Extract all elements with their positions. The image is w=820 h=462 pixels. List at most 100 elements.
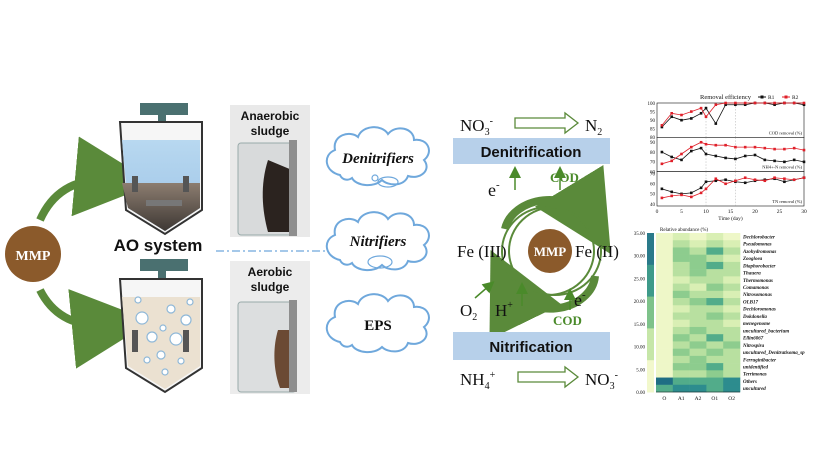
denitrifiers-label: Denitrifiers xyxy=(341,151,414,167)
legend-marker-R2 xyxy=(784,95,788,99)
fe3-label: Fe (III) xyxy=(457,242,507,261)
anaerobic-sludge-mass xyxy=(262,160,292,232)
heatmap-cell xyxy=(723,269,741,277)
bacterium-icon xyxy=(377,176,399,188)
heatmap-row-label: Thauera xyxy=(743,272,761,277)
heatmap-cell xyxy=(723,261,741,270)
heatmap-cell xyxy=(723,348,741,357)
data-point-R1 xyxy=(743,154,747,158)
heatmap-cell xyxy=(656,305,674,313)
data-point-R2 xyxy=(734,145,737,149)
heatmap-cell xyxy=(723,312,741,321)
mmp-label-left: MMP xyxy=(16,249,51,264)
heatmap-cell xyxy=(689,334,707,342)
data-point-R2 xyxy=(724,101,727,105)
heatmap-row-label: Ellin6067 xyxy=(742,337,764,342)
heatmap-row-label: Dokdonella xyxy=(742,315,767,320)
cod-label-bottom: COD xyxy=(553,313,582,328)
y-tick-label: 60 xyxy=(650,183,656,188)
heatmap-row-label: Others xyxy=(743,380,757,385)
data-point-R2 xyxy=(802,101,806,105)
heatmap-cell xyxy=(689,377,707,386)
heatmap-cell xyxy=(672,233,690,241)
chart-title: Removal efficiency xyxy=(700,94,752,101)
heatmap-cell xyxy=(656,326,674,335)
denitrification-label: Denitrification xyxy=(481,144,582,161)
heatmap-cell xyxy=(706,363,724,371)
heatmap-cell xyxy=(689,384,707,393)
heatmap-cell xyxy=(723,319,741,328)
data-point-R2 xyxy=(753,178,757,182)
reactor-bottom-cap xyxy=(140,259,188,271)
data-point-R1 xyxy=(690,191,693,195)
data-point-R2 xyxy=(660,196,664,200)
h-plus-label: H+ xyxy=(495,300,513,320)
heatmap-cell xyxy=(689,305,707,313)
electron-top-right: e- xyxy=(574,179,586,200)
mmp-particle-center xyxy=(528,229,572,273)
heatmap-cell xyxy=(706,298,724,306)
y-tick-label: 90 xyxy=(650,141,656,146)
data-point-R2 xyxy=(699,191,703,195)
y-tick-label: 60 xyxy=(650,170,656,175)
y-tick-label: 95 xyxy=(650,110,656,115)
data-point-R1 xyxy=(699,186,703,190)
heatmap-row-label: Azohydromonas xyxy=(742,250,776,255)
heatmap-cell xyxy=(672,319,690,328)
data-point-R2 xyxy=(763,101,767,105)
heatmap-cell xyxy=(672,334,690,342)
y-tick-label: 90 xyxy=(650,119,656,124)
arrow-to-anaerobic xyxy=(36,136,155,222)
data-point-R1 xyxy=(690,117,693,120)
legend-label-R1: R1 xyxy=(768,95,775,101)
x-tick-label: 5 xyxy=(680,209,683,215)
y-tick-label: 100 xyxy=(648,102,656,107)
colorbar-tick-label: 30.00 xyxy=(634,255,646,260)
heatmap-row-label: OLB17 xyxy=(743,300,759,305)
heatmap-row-label: Thermomonas xyxy=(743,279,773,284)
heatmap-cell xyxy=(706,254,724,263)
o2-label: O2 xyxy=(460,301,477,323)
heatmap-cell xyxy=(672,247,690,255)
mmp-particle-left: MMP xyxy=(5,226,61,282)
cloud-nitrifiers xyxy=(325,211,430,271)
heatmap-cell xyxy=(672,290,690,299)
data-point-R2 xyxy=(714,103,718,107)
heatmap-cell xyxy=(656,348,674,357)
heatmap-cell xyxy=(656,334,674,342)
top-eq-no3: NO3- xyxy=(460,116,493,138)
heatmap-cell xyxy=(689,269,707,277)
heatmap-cell xyxy=(672,305,690,313)
anaerobic-magnet xyxy=(289,140,297,236)
colorbar-tick-label: 15.00 xyxy=(634,323,646,328)
heatmap-cell xyxy=(706,240,724,248)
heatmap-row-label: Zoogloea xyxy=(742,257,763,262)
heatmap-cell xyxy=(656,363,674,371)
mmp-label-center: MMP xyxy=(534,244,567,259)
heatmap-row-label: Dechlorobacter xyxy=(742,235,775,240)
heatmap-cell xyxy=(706,355,724,364)
bottom-eq-no3: NO3- xyxy=(585,370,618,392)
cloud-eps xyxy=(325,293,430,353)
data-point-R1 xyxy=(714,122,718,125)
heatmap-cell xyxy=(672,240,690,248)
heatmap-column-label: O xyxy=(662,396,666,402)
data-point-R2 xyxy=(699,106,703,110)
heatmap-cell xyxy=(706,341,724,349)
heatmap-cell xyxy=(656,261,674,270)
data-point-R2 xyxy=(783,177,786,181)
data-point-R2 xyxy=(704,187,708,191)
heatmap-cell xyxy=(656,240,674,248)
heatmap-cell xyxy=(723,363,741,371)
heatmap-cell xyxy=(656,370,674,378)
heatmap-cell xyxy=(706,370,724,378)
arrow-o2 xyxy=(474,281,495,299)
y-tick-label: 70 xyxy=(650,161,656,166)
bottom-eq-nh4: NH4+ xyxy=(460,370,496,392)
heatmap-cell xyxy=(672,326,690,335)
data-point-R1 xyxy=(704,106,708,110)
data-point-R2 xyxy=(734,101,737,105)
data-point-R1 xyxy=(704,180,708,184)
reactor-top-baffle-left xyxy=(132,176,138,192)
data-point-R2 xyxy=(792,178,796,182)
